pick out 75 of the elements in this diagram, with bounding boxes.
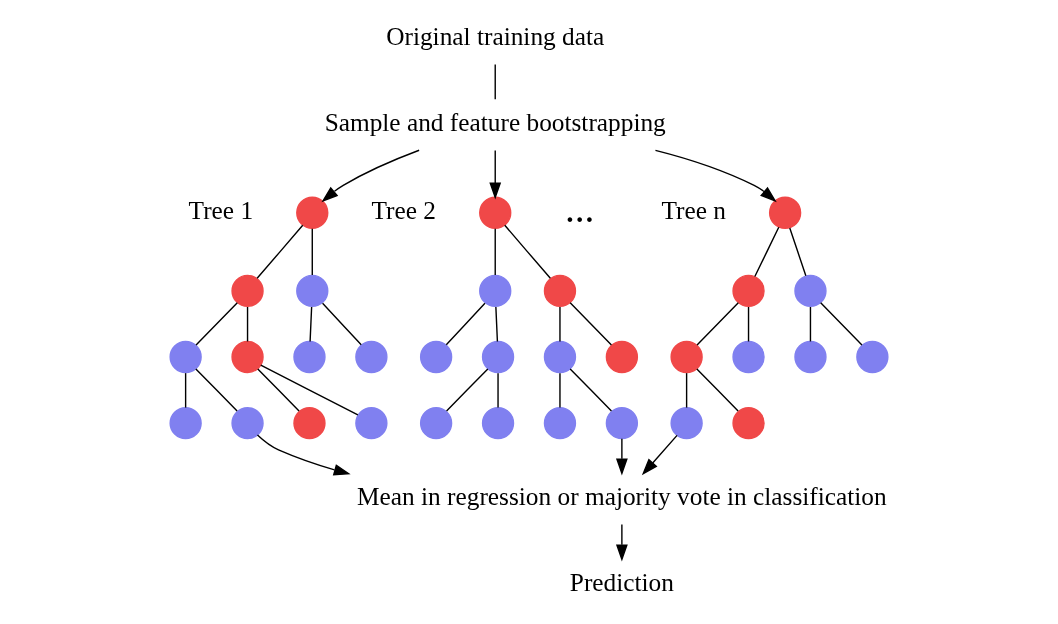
node-circle	[355, 407, 388, 440]
connector	[260, 364, 359, 416]
node-text: Sample and feature bootstrapping	[324, 108, 666, 137]
node-circle	[856, 340, 889, 374]
node-circle	[605, 340, 639, 374]
node-circle	[169, 340, 202, 374]
connector	[569, 368, 613, 412]
node-circle	[543, 274, 577, 308]
node-text: Original training data	[386, 22, 605, 51]
arrow	[641, 434, 678, 476]
node-circle	[732, 340, 765, 374]
node-circle	[419, 340, 453, 374]
arrow	[615, 438, 628, 476]
connector	[494, 228, 496, 276]
arrow	[489, 149, 502, 200]
node-circle	[231, 274, 264, 308]
node-label: Tree 1	[188, 195, 254, 224]
connector	[246, 306, 249, 343]
node-label: Tree 2	[371, 195, 436, 224]
node-circle	[479, 274, 512, 308]
node-circle	[732, 274, 765, 308]
node-circle	[293, 340, 326, 374]
connector	[309, 306, 313, 343]
arrow	[615, 523, 628, 562]
connector	[256, 224, 304, 280]
arrow	[321, 149, 420, 203]
connector	[696, 302, 739, 346]
connector	[569, 302, 613, 346]
node-text: Prediction	[569, 568, 674, 597]
arrow	[654, 149, 777, 203]
connector	[195, 368, 238, 412]
node-circle	[605, 407, 639, 440]
arrow	[256, 434, 351, 476]
node-circle	[293, 407, 326, 440]
connector	[696, 368, 739, 412]
node-circle	[481, 407, 515, 440]
connector	[820, 302, 863, 346]
connector	[445, 302, 486, 346]
node-circle	[768, 196, 802, 229]
connector	[809, 306, 812, 343]
connector	[445, 368, 489, 412]
node-text: Mean in regression or majority vote in classification	[357, 482, 887, 511]
node-circle	[732, 407, 765, 440]
node-circle	[355, 340, 388, 374]
connector	[559, 372, 561, 409]
node-label: Tree n	[661, 195, 726, 224]
connector	[311, 228, 313, 276]
node-circle	[296, 274, 329, 308]
connector	[754, 226, 780, 278]
connector	[747, 306, 750, 343]
node-circle	[296, 196, 329, 229]
node-circle	[543, 340, 577, 374]
node-circle	[543, 407, 577, 440]
node-circle	[794, 274, 827, 308]
connector	[495, 306, 499, 343]
connector	[559, 306, 561, 343]
connector	[504, 224, 552, 280]
node-circle	[479, 196, 512, 229]
node-circle	[169, 407, 202, 440]
connector	[685, 372, 688, 409]
node-circle	[481, 340, 515, 374]
connector	[321, 302, 362, 346]
connector	[195, 302, 238, 346]
connector	[494, 63, 496, 100]
connector	[789, 227, 807, 277]
connector	[257, 368, 300, 412]
label: ...	[564, 187, 595, 232]
node-circle	[231, 340, 264, 374]
node-circle	[231, 407, 264, 440]
node-circle	[419, 407, 453, 440]
node-circle	[670, 407, 703, 440]
connector	[184, 372, 187, 409]
node-circle	[670, 340, 703, 374]
connector	[497, 372, 499, 409]
node-circle	[794, 340, 827, 374]
